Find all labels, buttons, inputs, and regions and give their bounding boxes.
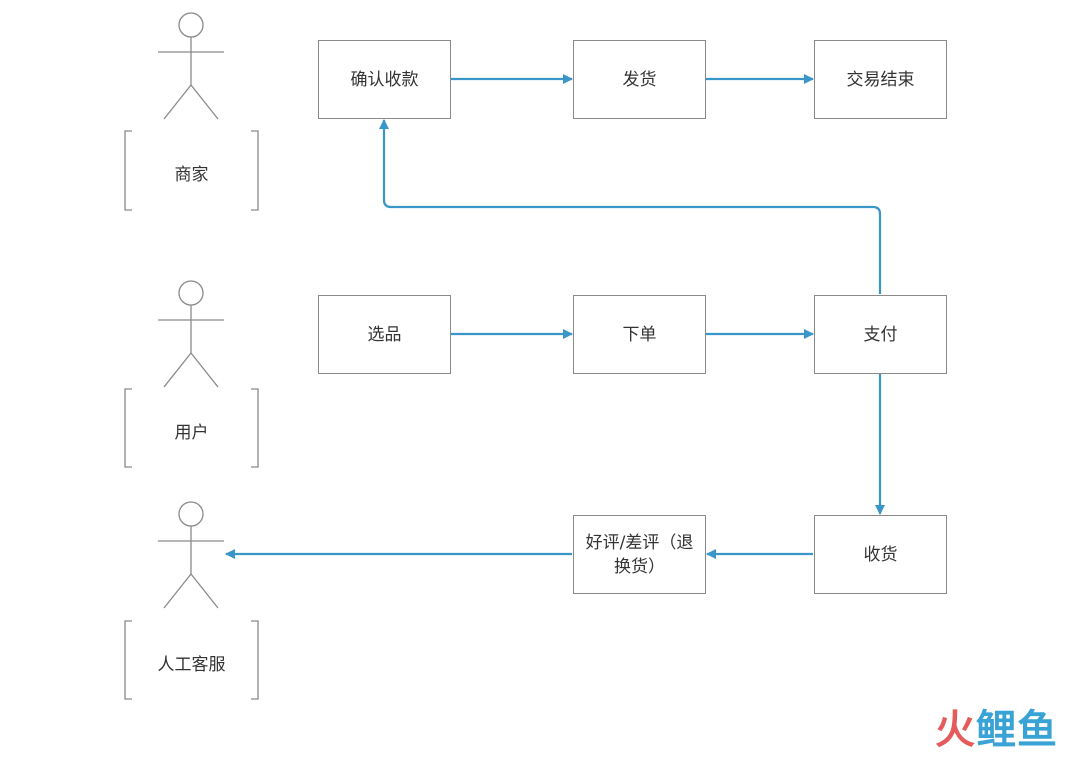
node-confirm-payment: 确认收款 [318,40,451,119]
role-bracket-user [124,388,259,468]
actor-user-icon [158,280,224,388]
node-select: 选品 [318,295,451,374]
node-review: 好评/差评（退换货） [573,515,706,594]
role-bracket-support [124,620,259,700]
edge-pay-to-confirm [379,119,882,294]
watermark-part2: 鲤鱼 [976,707,1058,753]
role-label-user: 用户 [174,423,209,443]
actor-support-icon [158,501,224,609]
actor-merchant-icon [158,12,224,120]
role-bracket-merchant [124,130,259,211]
role-label-merchant: 商家 [174,165,209,185]
node-trade-end: 交易结束 [814,40,947,119]
watermark-part1: 火 [935,707,976,753]
watermark-logo: 火鲤鱼 [935,697,1058,755]
node-order: 下单 [573,295,706,374]
node-receive: 收货 [814,515,947,594]
node-pay: 支付 [814,295,947,374]
role-label-support: 人工客服 [157,655,226,675]
node-ship: 发货 [573,40,706,119]
